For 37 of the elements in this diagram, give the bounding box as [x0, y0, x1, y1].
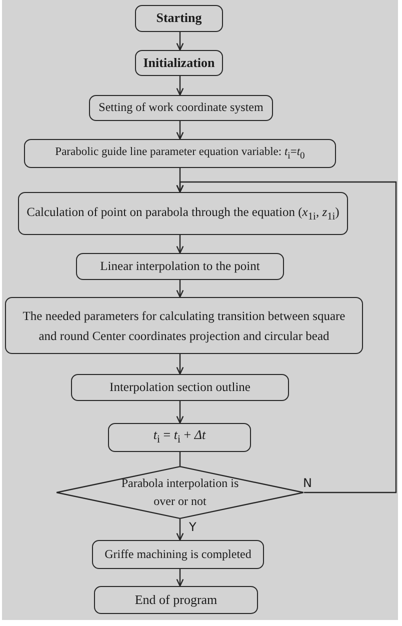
arrow [176, 569, 184, 587]
arrow [176, 280, 184, 298]
process-box [24, 139, 336, 168]
decision-label: Parabola interpolation is over or not [120, 475, 240, 510]
process-box [92, 540, 264, 569]
arrow [176, 32, 184, 51]
process-box [94, 586, 258, 614]
step-label: The needed parameters for calculating transition between square and round Center coordinates projection and circular bead [22, 308, 346, 345]
connector-line [179, 452, 181, 466]
step-label: Linear interpolation to the point [100, 258, 260, 276]
arrow [176, 401, 184, 424]
step-label: Griffe machining is completed [104, 546, 252, 563]
step-label: End of program [134, 590, 218, 609]
step-label: Calculation of point on parabola through the equation (x$_{1i}$, z$_{1i}$) [26, 204, 340, 224]
arrow [176, 354, 184, 375]
step-label: Starting [156, 9, 202, 28]
process-box [135, 5, 223, 32]
process-box [89, 95, 273, 121]
process-box [18, 192, 348, 235]
process-box [135, 50, 223, 76]
decision-diamond [56, 466, 304, 519]
process-box [108, 423, 251, 452]
step-label: Setting of work coordinate system [98, 99, 264, 116]
process-box [71, 374, 289, 401]
edge-label: Y [189, 521, 196, 533]
arrow [176, 76, 184, 96]
edge-label: N [303, 477, 312, 489]
step-label: Interpolation section outline [110, 379, 250, 396]
step-label: Initialization [143, 54, 215, 72]
step-label: t$_{i}$ = t$_{i}$ + Δt [153, 426, 206, 448]
step-label: Parabolic guide line parameter equation variable: t$_{i}$=t$_{0}$ [55, 144, 305, 164]
process-box [5, 297, 363, 354]
arrow [176, 181, 397, 494]
arrow [176, 121, 184, 140]
arrow [176, 519, 184, 541]
arrow [176, 235, 184, 254]
process-box [76, 253, 284, 280]
